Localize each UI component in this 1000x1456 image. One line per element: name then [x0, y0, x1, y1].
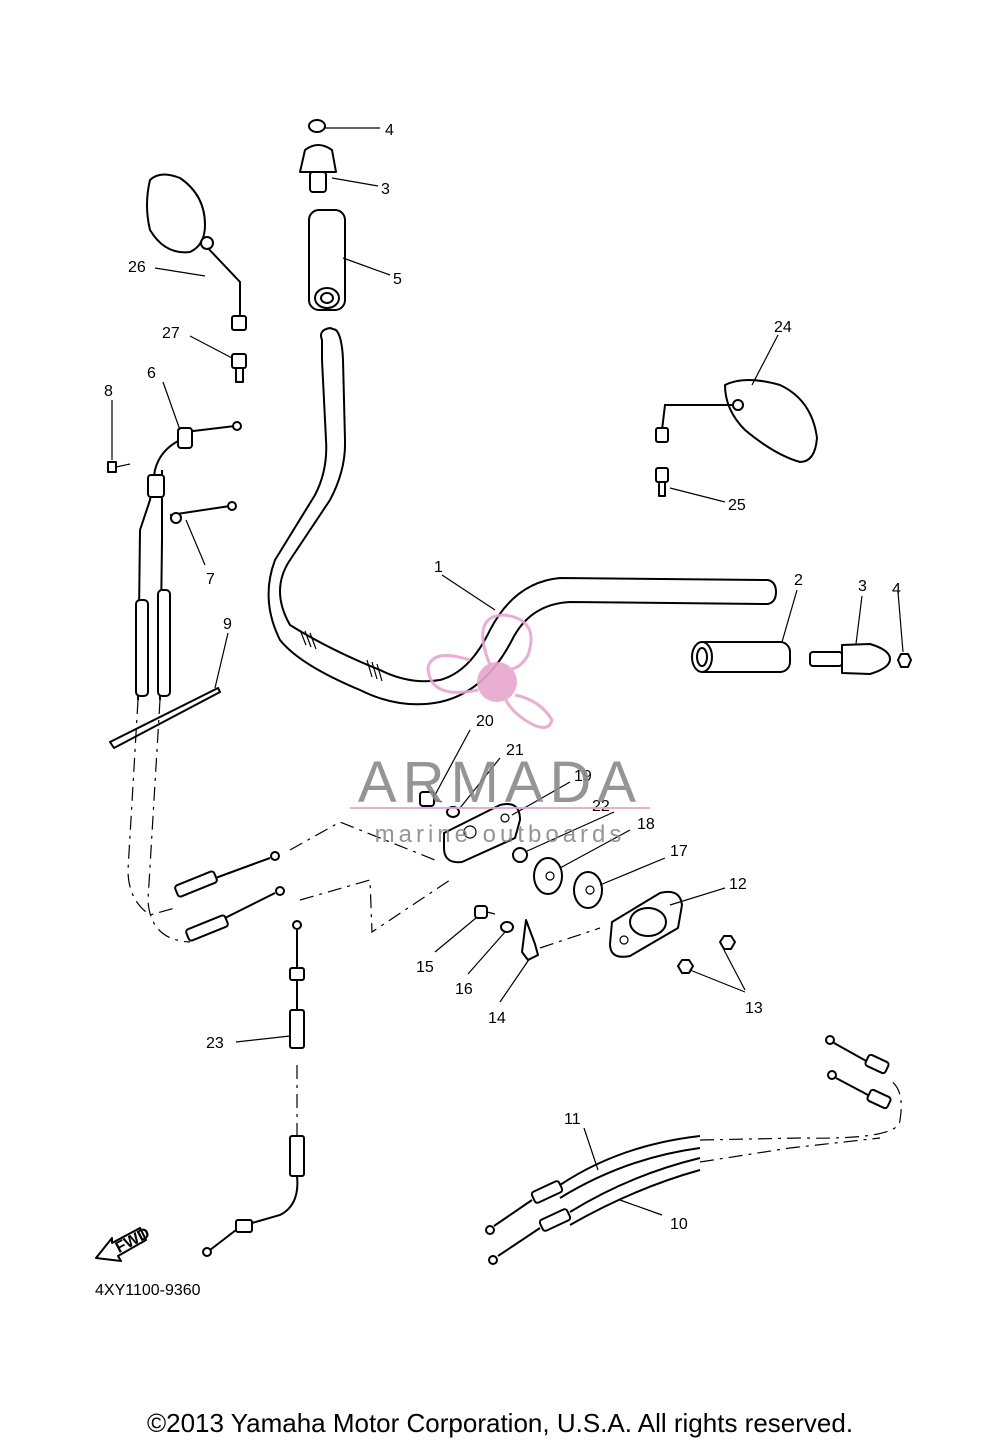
throttle-cable-assembly: [135, 421, 242, 701]
switch-housing-upper: [443, 803, 521, 864]
callout-8: 8: [104, 383, 113, 400]
armada-watermark: ARMADA marine outboards: [350, 613, 650, 848]
callout-17: 17: [670, 843, 688, 860]
callout-20: 20: [476, 713, 494, 730]
callout-1: 1: [434, 559, 443, 576]
callout-9: 9: [223, 616, 232, 633]
callout-4-left: 4: [385, 122, 394, 139]
cable-tie: [109, 687, 221, 749]
fwd-arrow-icon: FWD: [95, 1225, 153, 1262]
pulley-18: [533, 857, 563, 895]
callout-2: 2: [794, 572, 803, 589]
cable-bolt: [107, 461, 131, 473]
callout-12: 12: [729, 876, 747, 893]
callout-19: 19: [574, 768, 592, 785]
diagram-code: 4XY1100-9360: [95, 1282, 201, 1299]
fwd-label: FWD: [113, 1225, 153, 1257]
left-bar-end-weight: [299, 144, 337, 193]
callout-labels: 4 3 5 26 27 6 8 7 9 24 25 1 2 3 4 20 21 …: [104, 122, 901, 1233]
callout-25: 25: [728, 497, 746, 514]
left-mirror-adapter: [231, 353, 247, 383]
nuts-13: [677, 935, 736, 974]
callout-3-right: 3: [858, 578, 867, 595]
callout-11: 11: [564, 1111, 581, 1128]
callout-26: 26: [128, 259, 146, 276]
callout-24: 24: [774, 319, 792, 336]
left-grip: [308, 209, 346, 311]
routing-lines: [127, 699, 902, 1163]
propeller-logo-icon: [426, 613, 554, 729]
callout-27: 27: [162, 325, 180, 342]
cable-10: [488, 1157, 701, 1265]
right-bar-end-weight: [809, 643, 891, 675]
callout-5: 5: [393, 271, 402, 288]
left-mirror: [146, 173, 247, 331]
throttle-cable-ends: [174, 851, 285, 942]
callout-21: 21: [506, 742, 524, 759]
right-mirror: [655, 379, 818, 463]
callout-3-left: 3: [381, 181, 390, 198]
leader-lines: [111, 127, 904, 1216]
callout-18: 18: [637, 816, 655, 833]
clip-14: [521, 919, 539, 961]
callout-22: 22: [592, 798, 610, 815]
callout-7: 7: [206, 571, 215, 588]
right-mirror-adapter: [655, 467, 669, 497]
cable-23: [202, 920, 305, 1257]
screw-15: [474, 905, 496, 919]
right-grip: [691, 641, 791, 673]
copyright-notice: ©2013 Yamaha Motor Corporation, U.S.A. A…: [146, 1408, 854, 1438]
callout-4-right: 4: [892, 581, 901, 598]
callout-14: 14: [488, 1010, 506, 1027]
cable-11: [485, 1135, 701, 1235]
callout-15: 15: [416, 959, 434, 976]
spring-22: [512, 847, 528, 863]
watermark-brand: ARMADA: [358, 750, 642, 815]
washer-16: [500, 921, 514, 933]
callout-6: 6: [147, 365, 156, 382]
right-nut: [897, 653, 912, 668]
screw-20: [419, 791, 443, 807]
cable-ends-top-right: [825, 1035, 892, 1110]
left-nut: [308, 119, 326, 133]
pulley-17: [573, 871, 603, 909]
switch-housing-lower: [609, 890, 683, 958]
callout-10: 10: [670, 1216, 688, 1233]
callout-23: 23: [206, 1035, 224, 1052]
handlebar: [267, 327, 777, 706]
watermark-tagline: marine outboards: [375, 821, 626, 848]
callout-16: 16: [455, 981, 473, 998]
callout-13: 13: [745, 1000, 763, 1017]
